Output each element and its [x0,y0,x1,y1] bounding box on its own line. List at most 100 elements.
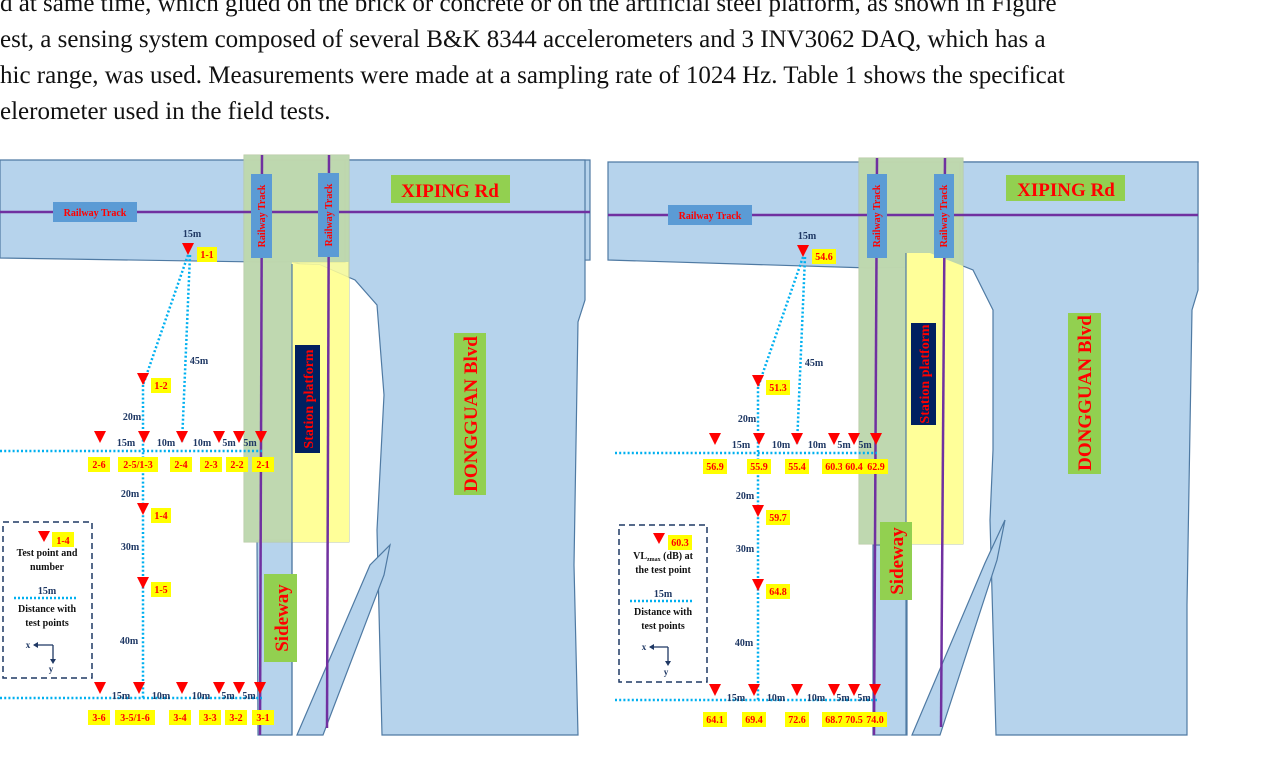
railway-track-label: Railway Track [257,184,268,247]
test-point-tag [115,710,155,725]
railway-track-label: Railway Track [872,184,883,247]
test-point-marker-icon [752,375,764,387]
test-point-tag [151,508,171,523]
test-point-tag [169,710,191,725]
test-point-marker-icon [828,433,840,445]
distance-label: 10m [772,440,791,451]
axis-y-label: y [49,664,54,674]
test-point: 1-2 [137,373,171,393]
distance-label: 5m [243,438,257,449]
test-point-value: 51.3 [769,383,787,394]
test-point-marker-icon [38,531,50,542]
distance-label: 5m [836,693,850,704]
test-point-value: 2-2 [230,460,243,471]
railway-track-label: Railway Track [324,183,335,246]
test-point-marker-icon [791,684,803,696]
test-point-marker-icon [94,431,106,443]
test-point-marker-icon [870,433,882,445]
distance-label: 45m [805,358,824,369]
legend-line-caption: test points [25,618,69,629]
test-point: 59.7 [752,505,790,525]
distance-label: 5m [858,440,872,451]
legend-marker-caption: number [30,562,64,573]
test-point-value: 64.8 [769,587,787,598]
platform-island [292,264,349,542]
test-point: 3-4 [169,682,191,725]
distance-label: 15m [117,438,136,449]
test-point-value: 59.7 [769,513,787,524]
test-point-tag [252,457,274,472]
distance-label: 10m [767,693,786,704]
test-point-tag [151,582,171,597]
diagonal-ramp [296,543,391,736]
distance-label: 45m [190,356,209,367]
test-point-tag [199,710,221,725]
test-point-value: 3-3 [203,713,216,724]
test-point: 2-1 [252,431,274,472]
test-point-marker-icon [176,431,188,443]
test-point-marker-icon [709,684,721,696]
test-point: 64.1 [703,684,727,727]
legend-line-caption: Distance with [634,607,692,618]
xiping-rd-label: XIPING Rd [1017,180,1115,201]
test-point: 56.9 [703,433,727,474]
test-point: 2-2 [226,431,248,472]
legend-line-caption: Distance with [18,604,76,615]
legend-box [618,524,708,683]
paragraph-line: hic range, was used. Measurements were m… [0,62,1065,89]
sideway-label: Sideway [887,527,908,595]
test-point: 69.4 [742,684,766,727]
right-panel-vlzmax-values: Railway Track Railway Track Railway Trac… [607,157,1199,736]
distance-label: 30m [121,542,140,553]
test-point-marker-icon [213,682,225,694]
test-point-tag [200,457,222,472]
test-point-value: 3-6 [92,713,105,724]
test-point: 2-3 [200,431,225,472]
test-point-value: 55.4 [788,462,806,473]
test-point-value: 62.9 [867,462,885,473]
distance-label: 15m [727,693,746,704]
distance-label: 20m [123,412,142,423]
test-point-marker-icon [233,431,245,443]
test-point-marker-icon [748,684,760,696]
axis-y-label: y [664,667,669,677]
diagonal-ramp [911,519,1006,736]
test-point-tag [88,457,110,472]
body-paragraph: d at same time, which glued on the brick… [0,0,1266,130]
test-point-tag [170,457,192,472]
test-point: 1-1 [182,243,217,262]
distance-label: 15m [798,231,817,242]
axis-arrows-icon [33,642,56,664]
distance-label: 30m [736,544,755,555]
distance-label: 10m [157,438,176,449]
legend-marker-caption: the test point [635,565,691,576]
test-point-value: 2-6 [92,460,105,471]
test-point-tag [785,459,809,474]
test-point-value: 68.7 [825,715,843,726]
test-point: 68.7 [822,684,846,727]
test-point-value: 69.4 [745,715,763,726]
test-point-value: 2-4 [174,460,187,471]
test-point-value: 64.1 [706,715,724,726]
test-point-tag [864,459,888,474]
test-point-tag [703,712,727,727]
test-point-marker-icon [791,433,803,445]
test-point-value: 72.6 [788,715,806,726]
test-point: 3-2 [225,682,247,725]
distance-label: 5m [221,691,235,702]
distance-label: 40m [735,638,754,649]
test-point: 3-5/1-6 [115,682,155,725]
test-point-marker-icon [233,682,245,694]
distance-label: 10m [193,438,212,449]
railway-track-label: Railway Track [64,208,127,219]
paragraph-line: d at same time, which glued on the brick… [0,0,1057,17]
test-point-marker-icon [138,431,150,443]
distance-label: 10m [808,440,827,451]
distance-label: 5m [222,438,236,449]
axis-x-label: x [642,642,647,652]
distance-dotted-line [756,256,805,388]
legend-line-sample-label: 15m [38,586,57,597]
test-point: 1-4 [137,503,171,523]
station-platform-label: Station platform [302,349,317,449]
